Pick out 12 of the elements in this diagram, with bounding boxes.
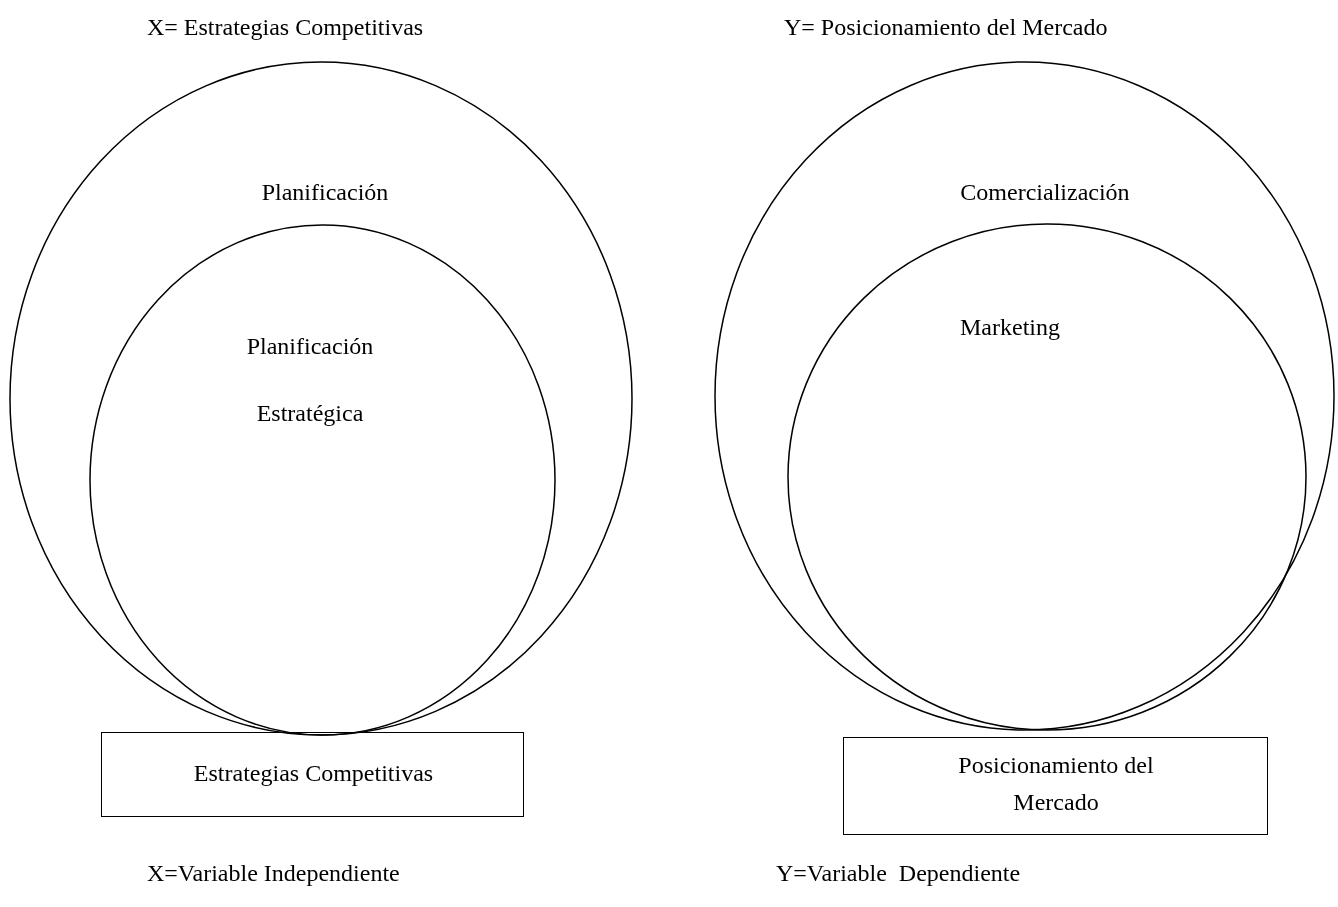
node-label: Posicionamiento del Mercado bbox=[957, 751, 1155, 818]
variable-label: X= Estrategias Competitivas bbox=[147, 14, 424, 41]
variable-label: Y= Posicionamiento del Mercado bbox=[784, 14, 1108, 41]
variable-label: X=Variable Independiente bbox=[147, 860, 400, 887]
node-label: Planificación bbox=[260, 178, 390, 207]
text-box bbox=[101, 732, 524, 817]
node-label: Comercialización bbox=[959, 178, 1131, 207]
variable-label: Y=Variable Dependiente bbox=[776, 860, 1021, 887]
node-label: Marketing bbox=[959, 313, 1061, 342]
node-label: Estrategias Competitivas bbox=[192, 759, 435, 788]
text-box bbox=[843, 737, 1268, 835]
node-label: Planificación Estratégica bbox=[245, 332, 375, 429]
